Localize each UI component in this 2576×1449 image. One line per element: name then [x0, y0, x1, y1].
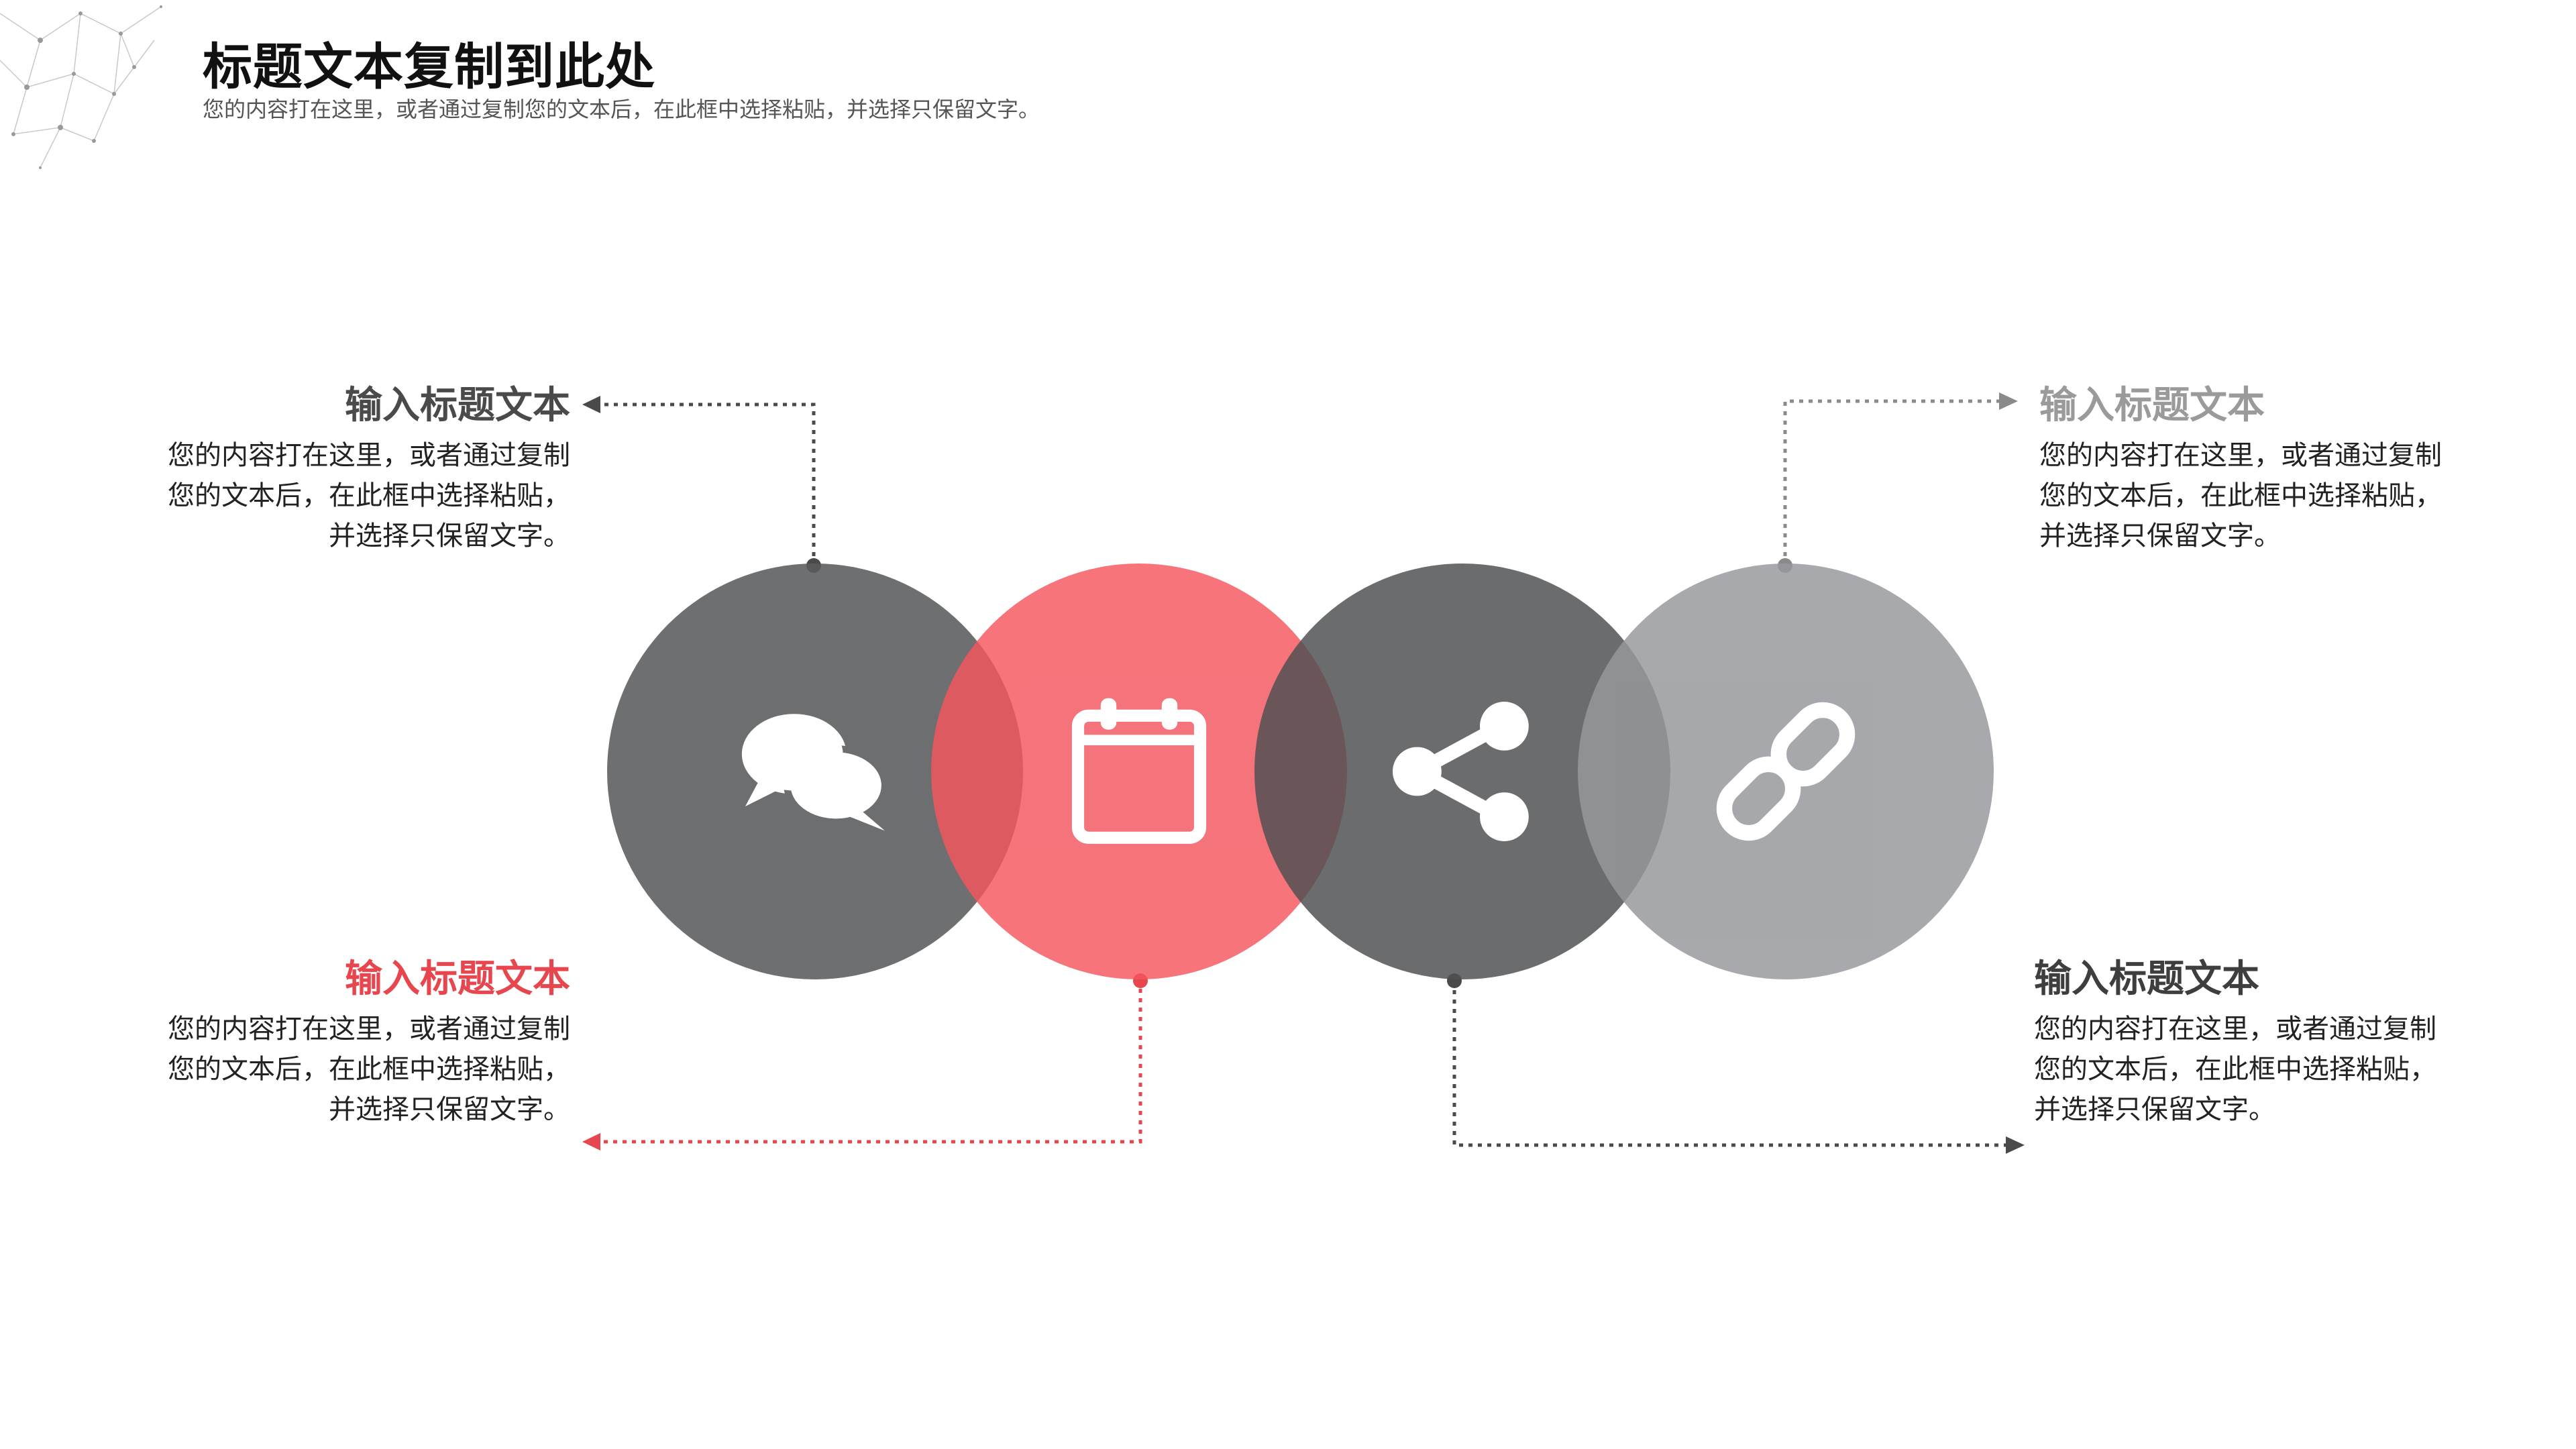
circle-link — [1578, 564, 1994, 979]
block-title: 输入标题文本 — [2039, 384, 2265, 427]
chat-bubbles-icon — [741, 714, 889, 831]
link-icon — [1716, 702, 1856, 841]
block-body: 您的内容打在这里，或者通过复制 您的文本后，在此框中选择粘贴， 并选择只保留文字… — [60, 435, 570, 556]
page-title: 标题文本复制到此处 — [203, 38, 655, 96]
block-body: 您的内容打在这里，或者通过复制 您的文本后，在此框中选择粘贴， 并选择只保留文字… — [2034, 1009, 2544, 1130]
block-title: 输入标题文本 — [345, 384, 570, 427]
block-line: 您的内容打在这里，或者通过复制 — [2034, 1014, 2436, 1044]
connector-top-left — [587, 402, 816, 566]
text-block-top-right: 输入标题文本 您的内容打在这里，或者通过复制 您的文本后，在此框中选择粘贴， 并… — [2039, 379, 2549, 556]
text-block-bottom-left: 输入标题文本 您的内容打在这里，或者通过复制 您的文本后，在此框中选择粘贴， 并… — [60, 953, 570, 1130]
block-body: 您的内容打在这里，或者通过复制 您的文本后，在此框中选择粘贴， 并选择只保留文字… — [60, 1009, 570, 1130]
block-line: 您的文本后，在此框中选择粘贴， — [168, 480, 570, 511]
block-line: 您的文本后，在此框中选择粘贴， — [168, 1054, 570, 1085]
connector-bottom-right — [1452, 981, 2006, 1147]
block-line: 您的内容打在这里，或者通过复制 — [168, 1014, 570, 1044]
block-title: 输入标题文本 — [345, 957, 570, 1001]
calendar-icon — [1071, 698, 1207, 844]
block-title: 输入标题文本 — [2034, 957, 2259, 1001]
page-subtitle: 您的内容打在这里，或者通过复制您的文本后，在此框中选择粘贴，并选择只保留文字。 — [203, 97, 1040, 122]
corner-network-decoration — [0, 5, 162, 169]
text-block-bottom-right: 输入标题文本 您的内容打在这里，或者通过复制 您的文本后，在此框中选择粘贴， 并… — [2034, 953, 2544, 1130]
block-line: 您的文本后，在此框中选择粘贴， — [2034, 1054, 2436, 1085]
share-icon — [1393, 702, 1529, 841]
block-line: 并选择只保留文字。 — [2034, 1094, 2275, 1125]
connector-top-right — [1783, 399, 1999, 566]
block-body: 您的内容打在这里，或者通过复制 您的文本后，在此框中选择粘贴， 并选择只保留文字… — [2039, 435, 2549, 556]
connector-bottom-left — [587, 979, 1142, 1144]
block-line: 并选择只保留文字。 — [329, 1094, 570, 1125]
block-line: 并选择只保留文字。 — [329, 521, 570, 551]
block-line: 您的内容打在这里，或者通过复制 — [168, 440, 570, 471]
block-line: 您的内容打在这里，或者通过复制 — [2039, 440, 2442, 471]
block-line: 您的文本后，在此框中选择粘贴， — [2039, 480, 2442, 511]
text-block-top-left: 输入标题文本 您的内容打在这里，或者通过复制 您的文本后，在此框中选择粘贴， 并… — [60, 379, 570, 556]
block-line: 并选择只保留文字。 — [2039, 521, 2281, 551]
